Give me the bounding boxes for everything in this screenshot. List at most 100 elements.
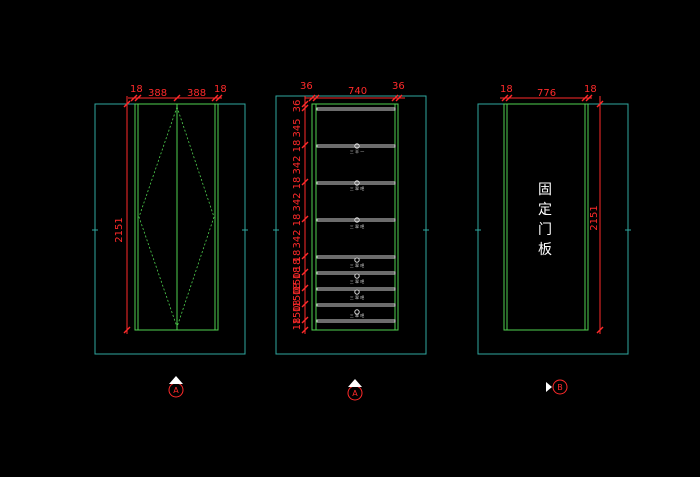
knob-icon <box>354 273 360 279</box>
height-dimension: 2151 <box>114 217 125 242</box>
panel-label-char: 固 <box>538 182 552 198</box>
section-marker-a-middle: A <box>347 379 363 401</box>
dimension-tick <box>215 94 223 102</box>
dimension-tick <box>501 94 509 102</box>
dimension-tick <box>391 94 399 102</box>
dimension-tick <box>211 94 219 102</box>
knob-icon <box>354 217 360 223</box>
shelf <box>316 218 396 222</box>
dimension-text: 18 <box>500 84 513 95</box>
cabinet-carcass <box>311 103 399 331</box>
drawer-label: 三 翠 吧 <box>350 224 365 229</box>
section-marker-a: A <box>168 376 184 398</box>
shelf <box>316 144 396 148</box>
dimension-tick <box>596 100 604 108</box>
knob-icon <box>354 289 360 295</box>
shelf <box>316 181 396 185</box>
dimension-tick <box>596 326 604 334</box>
elevation-b-outline <box>477 103 629 355</box>
drawer-label: 三 半 一 <box>350 148 365 154</box>
elevation-a: 18 388 388 18 2151 A <box>92 84 248 398</box>
knob-icon <box>354 309 360 315</box>
dimension-tick <box>308 94 316 102</box>
shelf <box>316 107 396 111</box>
shelf <box>316 319 396 323</box>
dimension-text: 150 <box>292 272 303 291</box>
dimension-text: 18 <box>292 250 303 263</box>
dimension-tick <box>581 94 589 102</box>
dimension-text: 18 <box>292 318 303 331</box>
drawer-label: 三 翠 吧 <box>350 279 365 284</box>
dimension-tick <box>301 316 309 324</box>
dimension-tick <box>301 252 309 260</box>
dimension-tick <box>130 94 138 102</box>
drawer-label: 三 翠 吧 <box>350 313 365 318</box>
dimension-text: 18 <box>130 84 143 95</box>
marker-letter: B <box>557 383 563 392</box>
drawer-labels: 三 半 一 三 翠 吧 三 翠 吧 三 翠 吧 三 翠 吧 三 翠 吧 三 翠 … <box>350 148 365 318</box>
elevation-middle: 三 半 一 三 翠 吧 三 翠 吧 三 翠 吧 三 翠 吧 三 翠 吧 三 翠 … <box>273 81 429 401</box>
dimension-text: 740 <box>348 86 367 97</box>
section-marker-b: B <box>546 379 568 395</box>
dimension-text: 18 <box>292 259 303 272</box>
height-dimension: 2151 <box>589 205 600 230</box>
dimension-text: 342 <box>292 229 303 248</box>
dimension-text: 342 <box>292 192 303 211</box>
drawer-knobs <box>354 143 360 315</box>
marker-arrow-icon <box>546 382 552 392</box>
dimension-tick <box>395 94 403 102</box>
dimension-tick <box>301 100 309 108</box>
dimension-text: 18 <box>584 84 597 95</box>
dimension-text: 345 <box>292 118 303 137</box>
drawer-label: 三 翠 吧 <box>350 186 365 191</box>
dimension-text: 18 <box>292 177 303 190</box>
dimension-tick <box>312 94 320 102</box>
dimension-text: 388 <box>148 88 167 99</box>
marker-arrow-icon <box>169 376 183 384</box>
dimension-text: 150 <box>292 288 303 307</box>
dimension-tick <box>301 178 309 186</box>
panel-label-char: 门 <box>538 222 552 238</box>
dimension-text: 36 <box>292 100 303 113</box>
panel-label: 固 定 门 板 <box>538 182 552 258</box>
marker-circle <box>552 379 568 395</box>
fixed-panel-frame <box>503 103 589 331</box>
dimension-text: 776 <box>537 88 556 99</box>
dimension-text: 18 <box>292 283 303 296</box>
dimension-tick <box>123 326 131 334</box>
dimension-tick <box>301 215 309 223</box>
panel-label-char: 板 <box>538 242 552 258</box>
dimension-tick <box>123 100 131 108</box>
elevation-middle-outline <box>275 95 427 355</box>
dimension-text: 18 <box>292 140 303 153</box>
dimension-text: 388 <box>187 88 206 99</box>
dimension-tick <box>134 94 142 102</box>
dimension-text: 150 <box>292 305 303 324</box>
dimension-tick <box>301 326 309 334</box>
dimension-text: 342 <box>292 155 303 174</box>
vertical-dimension-texts: 36 345 18 342 18 342 18 342 18 18 18 150… <box>292 100 303 331</box>
dimension-text: 18 <box>292 214 303 227</box>
drawer-label: 三 翠 吧 <box>350 263 365 268</box>
marker-letter: A <box>352 389 358 398</box>
dimension-tick <box>301 141 309 149</box>
dimension-tick <box>173 94 181 102</box>
drawer-label: 三 翠 吧 <box>350 295 365 300</box>
dimension-text: 18 <box>214 84 227 95</box>
dimension-tick <box>585 94 593 102</box>
dimension-tick <box>505 94 513 102</box>
panel-label-char: 定 <box>538 202 552 218</box>
dimension-text: 18 <box>292 267 303 280</box>
vertical-ticks <box>301 100 309 334</box>
marker-letter: A <box>173 386 179 395</box>
door-swing-left <box>138 106 178 328</box>
door-swing-right <box>176 106 215 328</box>
dimension-text: 36 <box>300 81 313 92</box>
dimension-text: 18 <box>292 300 303 313</box>
knob-icon <box>354 257 360 263</box>
dimension-tick <box>301 104 309 112</box>
dimension-tick <box>301 300 309 308</box>
knob-icon <box>354 180 360 186</box>
